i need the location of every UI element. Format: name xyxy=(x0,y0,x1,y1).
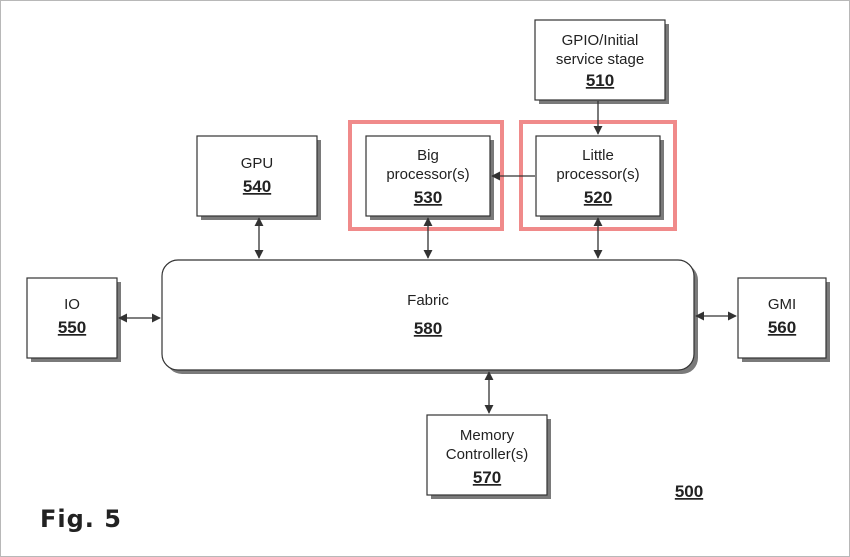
fabric-block-box xyxy=(161,259,695,371)
gpu-ref: 540 xyxy=(243,177,271,196)
io-block-box xyxy=(26,277,118,359)
fabric-block: Fabric 580 xyxy=(161,259,698,374)
little-processor-ref: 520 xyxy=(584,188,612,207)
big-processor-label-line1: Big xyxy=(417,147,439,164)
gpu-block: GPU 540 xyxy=(196,135,321,220)
little-processor-label-line1: Little xyxy=(582,147,614,164)
io-ref: 550 xyxy=(58,318,86,337)
fabric-ref: 580 xyxy=(414,319,442,338)
io-block: IO 550 xyxy=(26,277,121,362)
gmi-ref: 560 xyxy=(768,318,796,337)
figure-ref: 500 xyxy=(675,482,703,501)
gmi-block: GMI 560 xyxy=(737,277,830,362)
memory-controller-ref: 570 xyxy=(473,468,501,487)
big-processor-block-box xyxy=(365,135,491,217)
little-processor-block-box xyxy=(535,135,661,217)
gmi-block-box xyxy=(737,277,827,359)
gpu-label: GPU xyxy=(241,155,274,172)
memory-controller-block: Memory Controller(s) 570 xyxy=(426,414,551,499)
memory-controller-label-line2: Controller(s) xyxy=(446,446,529,463)
io-label: IO xyxy=(64,296,80,313)
big-processor-block: Big processor(s) 530 xyxy=(365,135,494,220)
gpio-block-box xyxy=(534,19,666,101)
gpio-ref: 510 xyxy=(586,71,614,90)
memory-controller-block-box xyxy=(426,414,548,496)
big-processor-label-line2: processor(s) xyxy=(386,166,469,183)
gmi-label: GMI xyxy=(768,296,796,313)
gpu-block-box xyxy=(196,135,318,217)
big-processor-ref: 530 xyxy=(414,188,442,207)
little-processor-block: Little processor(s) 520 xyxy=(535,135,664,220)
gpio-block: GPIO/Initial service stage 510 xyxy=(534,19,669,104)
gpio-label-line2: service stage xyxy=(556,51,644,68)
little-processor-label-line2: processor(s) xyxy=(556,166,639,183)
memory-controller-label-line1: Memory xyxy=(460,427,515,444)
gpio-label-line1: GPIO/Initial xyxy=(562,32,639,49)
figure-label: Fig. 5 xyxy=(40,505,122,533)
fabric-label: Fabric xyxy=(407,292,449,309)
